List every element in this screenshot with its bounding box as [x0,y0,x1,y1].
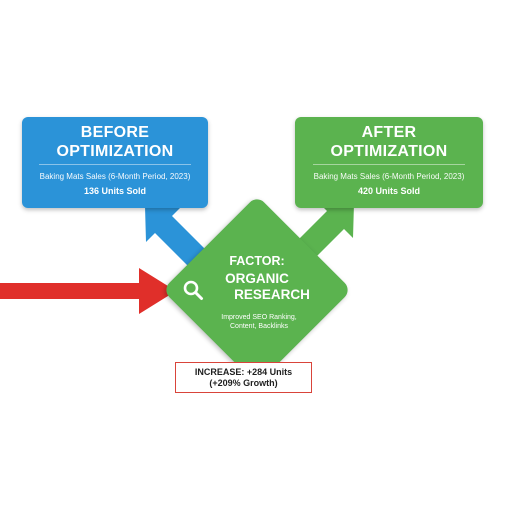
after-optimization-card: AFTER OPTIMIZATION Baking Mats Sales (6-… [295,117,483,208]
factor-description-line2: Content, Backlinks [230,323,288,330]
after-title-line1: AFTER [361,124,417,141]
factor-description-line1: Improved SEO Ranking, [221,314,297,321]
after-card-title: AFTER OPTIMIZATION [313,123,465,165]
before-card-title: BEFORE OPTIMIZATION [39,123,191,165]
blue-arrow [145,206,206,267]
factor-description: Improved SEO Ranking, Content, Backlinks [205,313,313,331]
red-arrow [0,268,176,314]
after-value: 420 Units Sold [357,186,420,196]
after-title-line2: OPTIMIZATION [330,143,448,160]
factor-label: FACTOR: [229,254,285,268]
before-title-line1: BEFORE [80,124,150,141]
magnifier-icon [183,280,203,300]
before-title-line2: OPTIMIZATION [56,143,174,160]
increase-callout: INCREASE: +284 Units (+209% Growth) [175,362,312,393]
factor-research: RESEARCH [234,287,310,302]
before-optimization-card: BEFORE OPTIMIZATION Baking Mats Sales (6… [22,117,208,208]
factor-organic: ORGANIC [225,271,289,286]
before-value: 136 Units Sold [83,186,146,196]
before-subtitle: Baking Mats Sales (6-Month Period, 2023) [39,172,191,181]
increase-line2: (+209% Growth) [209,378,278,388]
after-subtitle: Baking Mats Sales (6-Month Period, 2023) [313,172,465,181]
increase-line1: INCREASE: +284 Units [194,367,293,377]
